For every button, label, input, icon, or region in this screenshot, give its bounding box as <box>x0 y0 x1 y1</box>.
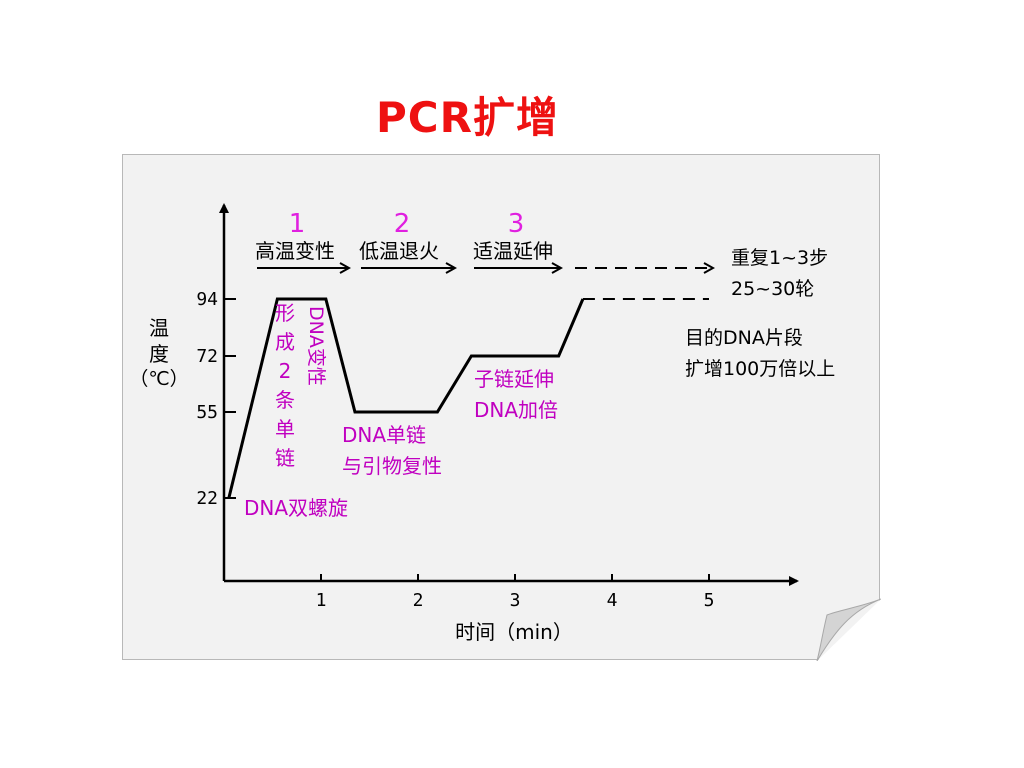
y-tick-label: 55 <box>196 402 218 423</box>
y-tick-label: 94 <box>196 289 218 310</box>
annotation-denature-text: DNA变性 <box>305 306 327 386</box>
y-axis-label-char-1: 温 <box>149 316 169 340</box>
pcr-chart: 1 2 3 高温变性 低温退火 适温延伸 重复1~3步 25~30轮 目的DNA… <box>129 203 881 661</box>
page-curl <box>816 598 881 661</box>
x-axis-label: 时间（min） <box>455 620 573 644</box>
slide-title: PCR扩增 <box>376 93 559 142</box>
x-tick-label: 4 <box>607 590 618 611</box>
step-number-3: 3 <box>508 209 525 239</box>
annotation-double-helix: DNA双螺旋 <box>244 496 348 520</box>
repeat-note-line-2: 25~30轮 <box>731 278 814 300</box>
annotation-extension-line-1: 子链延伸 <box>474 367 554 391</box>
chart-panel: 1 2 3 高温变性 低温退火 适温延伸 重复1~3步 25~30轮 目的DNA… <box>122 154 881 661</box>
x-tick-label: 1 <box>316 590 327 611</box>
x-tick-label: 3 <box>510 590 521 611</box>
annotation-two-strands-char: 单 <box>275 417 295 441</box>
result-note-line-2: 扩增100万倍以上 <box>685 358 835 380</box>
step-number-2: 2 <box>394 209 411 239</box>
y-tick-label: 22 <box>196 488 218 509</box>
page-curl-cutout <box>817 599 881 661</box>
step-label-extension: 适温延伸 <box>473 239 553 263</box>
annotation-two-strands-char: 形 <box>275 301 295 325</box>
step-number-1: 1 <box>289 209 306 239</box>
annotation-denature: DNA变性 <box>305 306 327 386</box>
x-tick-label: 2 <box>413 590 424 611</box>
annotation-two-strands-char: 条 <box>275 388 295 412</box>
annotation-extension-line-2: DNA加倍 <box>474 398 558 422</box>
annotation-annealing-line-2: 与引物复性 <box>342 454 442 478</box>
annotation-two-strands-char: 成 <box>275 330 295 354</box>
x-tick-label: 5 <box>704 590 715 611</box>
annotation-two-strands-char: 2 <box>279 359 292 383</box>
y-axis-label-char-3: （℃） <box>129 368 188 390</box>
annotation-annealing-line-1: DNA单链 <box>342 423 426 447</box>
y-axis-label-char-2: 度 <box>149 342 169 366</box>
repeat-note-line-1: 重复1~3步 <box>731 247 828 269</box>
step-label-annealing: 低温退火 <box>359 239 439 263</box>
step-label-denaturation: 高温变性 <box>255 239 335 263</box>
result-note-line-1: 目的DNA片段 <box>685 327 803 349</box>
annotation-two-strands-char: 链 <box>275 446 295 470</box>
y-tick-label: 72 <box>196 346 218 367</box>
chart-marks: 1 2 3 4 5 22 55 72 94 <box>196 289 714 611</box>
annotation-two-strands: 形成 2 条单链 <box>275 301 295 470</box>
temperature-curve <box>227 297 585 499</box>
